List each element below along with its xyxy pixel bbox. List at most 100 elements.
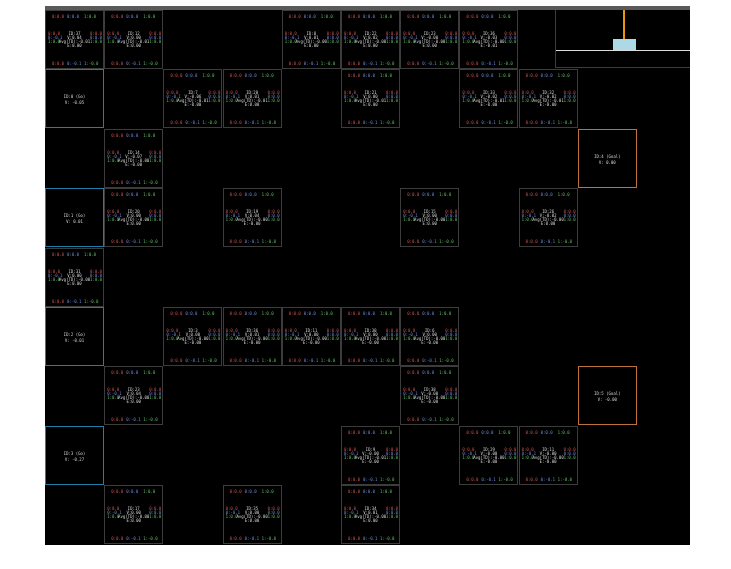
q-value-right: 1:0.0 [208, 98, 221, 104]
state-value: V:0.00 [244, 510, 260, 516]
eligibility: E:-0.00 [421, 340, 439, 345]
q-value-top: 0:0.0 [348, 489, 361, 495]
q-value-left: 0:0.0 [403, 387, 416, 393]
q-value-left: 1:0.0 [462, 39, 475, 44]
q-value-bottom: 0:0.0 [111, 61, 124, 66]
eligibility: E:-0.00 [302, 340, 320, 345]
avg-td: Avg(TD):-0.01 [532, 98, 564, 104]
avg-td: Avg(TD):-0.01 [177, 98, 209, 104]
q-value-bottom: 0:0.0 [52, 298, 65, 304]
q-value-right: 0:0.0 [563, 450, 576, 456]
q-value-left: 0:0.0 [462, 31, 475, 36]
q-value-bottom: 1:-0.0 [380, 120, 395, 126]
q-value-bottom: 0:-0.1 [363, 536, 378, 542]
q-value-right: 0:0.0 [563, 90, 576, 96]
q-value-top: 1:0.0 [143, 489, 156, 495]
state-value: V:0.00 [126, 213, 141, 219]
q-value-bottom: 1:-0.0 [557, 239, 573, 245]
q-value-right: 1:0.0 [504, 98, 517, 104]
state-id: ID:7 [188, 90, 198, 96]
q-value-left: 0:-0.1 [107, 391, 122, 397]
q-value-bottom: 0:0.0 [288, 61, 301, 66]
q-value-left: 1:0.0 [344, 39, 357, 44]
avg-td: Avg(TD):-0.00 [532, 217, 564, 223]
state-id: ID:22 [364, 31, 377, 36]
q-value-right: 0:0.0 [326, 35, 339, 40]
q-value-left: 0:-0.1 [166, 94, 181, 100]
q-value-right: 0:0.0 [267, 332, 280, 337]
q-value-left: 0:-0.1 [48, 272, 63, 278]
q-value-bottom: 0:-0.1 [126, 536, 141, 542]
q-value-top: 1:0.0 [84, 251, 97, 257]
q-value-left: 0:-0.1 [462, 94, 477, 100]
q-value-left: 0:-0.1 [107, 213, 122, 219]
state-id: ID:3 [188, 328, 198, 333]
q-value-left: 0:-0.1 [225, 94, 241, 100]
q-value-bottom: 1:-0.0 [143, 417, 158, 423]
eligibility: E:0.00 [422, 221, 437, 227]
go-state-cell: ID:1 (Go)V: 0.01 [45, 188, 104, 248]
state-value: V:-0.00 [421, 391, 439, 397]
q-value-left: 0:0.0 [521, 209, 534, 215]
q-value-top: 1:0.0 [202, 73, 215, 79]
q-value-right: 1:0.0 [267, 514, 280, 520]
q-value-left: 1:0.0 [403, 395, 416, 401]
q-value-top: 0:0.0 [466, 14, 479, 19]
q-value-top: 0:0.0 [52, 14, 65, 19]
q-value-bottom: 0:0.0 [348, 61, 361, 66]
q-value-left: 0:-0.1 [107, 35, 122, 40]
eligibility: E:-0.00 [480, 102, 498, 108]
q-value-bottom: 0:-0.1 [185, 358, 200, 363]
q-value-bottom: 1:-0.0 [557, 120, 573, 126]
q-value-bottom: 0:-0.1 [363, 476, 378, 482]
q-value-top: 1:0.0 [143, 192, 156, 198]
avg-td: Avg(TD):-0.00 [295, 39, 327, 44]
q-value-top: 0:0.0 [111, 14, 124, 19]
q-value-left: 0:0.0 [521, 90, 534, 96]
q-value-right: 0:0.0 [208, 94, 221, 100]
state-value: V:-0.00 [362, 450, 379, 456]
q-value-top: 0:0.0 [348, 73, 361, 79]
state-value: V:0.01 [244, 332, 260, 337]
q-value-left: 1:0.0 [284, 336, 297, 341]
state-id: ID:23 [423, 31, 436, 36]
q-value-top: 0:0.0 [126, 132, 139, 138]
avg-td: Avg(TD):-0.00 [236, 217, 268, 223]
q-value-left: 1:0.0 [521, 454, 534, 460]
q-value-left: 0:-0.1 [403, 213, 418, 219]
q-value-bottom: 0:0.0 [407, 61, 420, 66]
q-value-right: 0:0.0 [326, 332, 339, 337]
eligibility: E:0.00 [422, 43, 437, 48]
q-value-bottom: 0:0.0 [525, 239, 538, 245]
q-value-top: 1:0.0 [143, 14, 156, 19]
window-title-bar [45, 6, 690, 10]
q-value-top: 1:0.0 [261, 489, 274, 495]
q-value-bottom: 0:0.0 [111, 179, 124, 185]
state-value: V:-0.00 [539, 450, 557, 456]
q-value-top: 0:0.0 [111, 132, 124, 138]
q-value-bottom: 1:-0.0 [261, 536, 277, 542]
eligibility: E:0.00 [126, 399, 141, 405]
q-value-left: 1:0.0 [166, 336, 179, 341]
q-value-top: 0:0.0 [111, 192, 124, 198]
q-value-top: 0:0.0 [407, 192, 420, 198]
q-value-right: 0:0.0 [267, 506, 280, 512]
q-value-top: 0:0.0 [540, 192, 553, 198]
q-value-right: 0:0.0 [504, 94, 517, 100]
state-value: V:0.00 [363, 332, 378, 337]
eligibility: E:-0.00 [184, 340, 202, 345]
q-value-left: 1:0.0 [284, 39, 297, 44]
q-value-bottom: 0:0.0 [111, 239, 124, 245]
q-value-right: 0:0.0 [149, 213, 162, 219]
q-value-right: 0:0.0 [504, 450, 517, 456]
q-value-right: 0:0.0 [445, 35, 458, 40]
